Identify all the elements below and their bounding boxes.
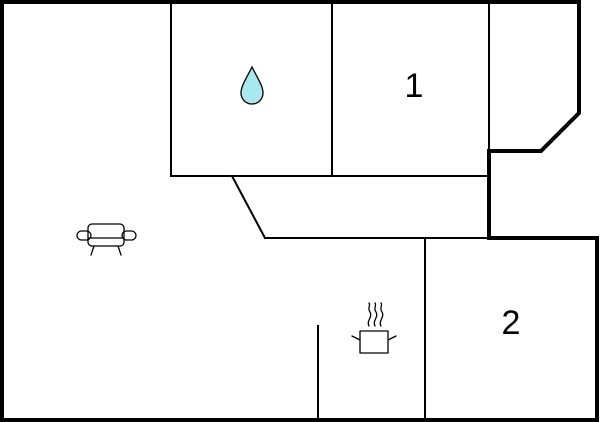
hall-diagonal-wall <box>230 174 267 240</box>
interior-walls <box>170 2 490 421</box>
room-label-1: 1 <box>405 67 424 105</box>
water-drop-icon <box>240 65 264 105</box>
cooking-pot-icon <box>351 302 397 354</box>
room-label-2: 2 <box>502 304 521 342</box>
sofa-icon <box>76 223 137 256</box>
